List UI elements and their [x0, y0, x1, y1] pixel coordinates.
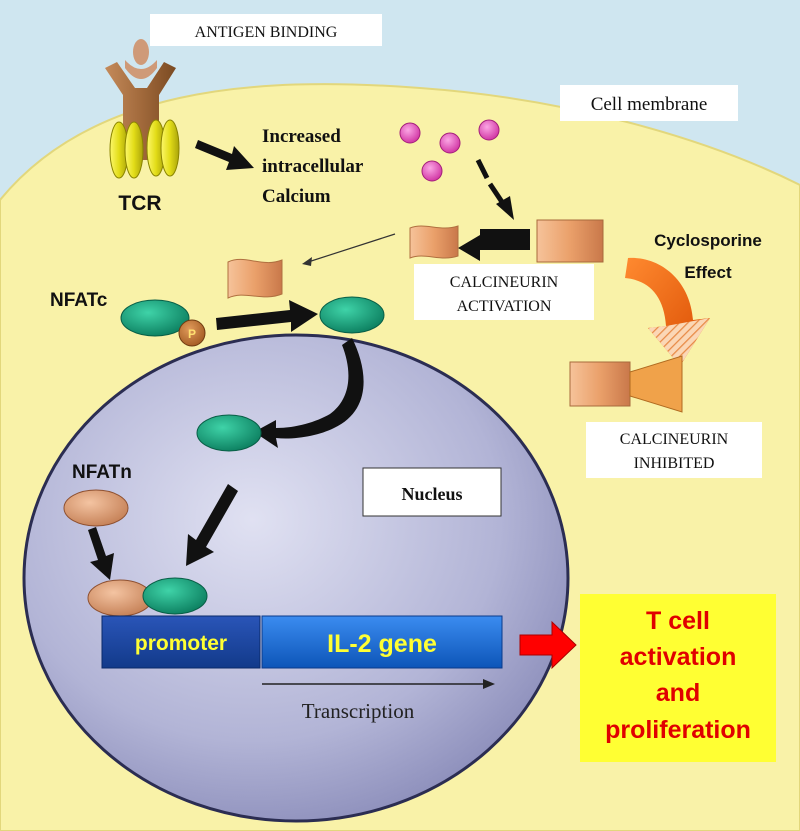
- nfatn-label: NFATn: [72, 462, 132, 483]
- calcineurin-inhibited-line2: INHIBITED: [634, 455, 715, 472]
- tcr-label: TCR: [118, 192, 161, 215]
- calcineurin-inactive-block: [536, 219, 604, 263]
- cyclosporine-line1: Cyclosporine: [654, 231, 762, 250]
- nfatn-partner: [63, 489, 129, 527]
- calcium-ion: [478, 119, 500, 141]
- calcium-ions: [399, 119, 500, 182]
- arrow-tcr-to-calcium: [195, 140, 254, 170]
- arrow-nuclear-import: [254, 338, 364, 448]
- cyclosporine-line2: Effect: [684, 263, 732, 282]
- nucleus-membrane: [22, 333, 570, 823]
- arrow-calcineurin-thin: [302, 233, 396, 266]
- outcome-line1: T cell: [646, 607, 710, 635]
- nfatc-label: NFATc: [50, 290, 108, 311]
- promoter-region: [101, 615, 261, 669]
- calcineurin-inhibited-box: [586, 422, 762, 478]
- outcome-line2: activation: [620, 643, 737, 671]
- antigen-binding-box: [150, 14, 382, 46]
- calcineurin-inhibited-icon: [569, 355, 683, 413]
- arrow-calcineurin-activation: [458, 229, 530, 261]
- il2-gene-region: [261, 615, 503, 669]
- cell-membrane-label: Cell membrane: [591, 94, 708, 115]
- antigen-binding-label: ANTIGEN BINDING: [195, 24, 338, 41]
- arrow-nfatn-down: [88, 527, 114, 580]
- calcium-ion: [399, 122, 421, 144]
- outcome-box: [580, 594, 776, 762]
- outcome-line3: and: [656, 679, 700, 707]
- arrow-nfat-down: [186, 484, 238, 566]
- transcription-arrowhead: [483, 679, 495, 689]
- phosphate-label: P: [188, 327, 196, 341]
- nucleus-label: Nucleus: [401, 484, 462, 504]
- transcription-label: Transcription: [302, 699, 415, 723]
- calcium-label-line3: Calcium: [262, 186, 331, 207]
- antigen-icon: [125, 39, 157, 79]
- arrow-to-outcome: [519, 620, 577, 670]
- cell-membrane-box: [560, 85, 738, 121]
- calcineurin-activation-box: [414, 264, 594, 320]
- nfatc-phosphorylated: [120, 299, 190, 337]
- il2-gene-label: IL-2 gene: [327, 630, 437, 658]
- promoter-label: promoter: [135, 632, 227, 655]
- nfatc-bound: [142, 577, 208, 615]
- calcineurin-inhibited-line1: CALCINEURIN: [620, 431, 729, 448]
- calcineurin-active-shape: [409, 225, 459, 259]
- arrow-dephosphorylation: [216, 300, 318, 332]
- calcium-ion: [421, 160, 443, 182]
- calcium-ion: [439, 132, 461, 154]
- calcineurin-activation-line1: CALCINEURIN: [450, 274, 559, 291]
- calcium-label-line2: intracellular: [262, 156, 364, 177]
- arrow-calcium-to-calcineurin: [475, 158, 514, 220]
- outcome-line4: proliferation: [605, 716, 751, 744]
- calcium-label-line1: Increased: [262, 126, 341, 147]
- phosphate-group: [178, 319, 206, 347]
- nucleus-label-box: [362, 467, 502, 517]
- cyclosporine-arrow-head: [648, 318, 710, 366]
- calcineurin-activation-line2: ACTIVATION: [457, 298, 552, 315]
- nfatn-bound: [87, 579, 153, 617]
- calcineurin-bound-shape: [227, 258, 283, 299]
- tcr-receptor-icon: [105, 62, 180, 179]
- nfat-in-nucleus: [196, 414, 262, 452]
- nfatc-dephosphorylated: [319, 296, 385, 334]
